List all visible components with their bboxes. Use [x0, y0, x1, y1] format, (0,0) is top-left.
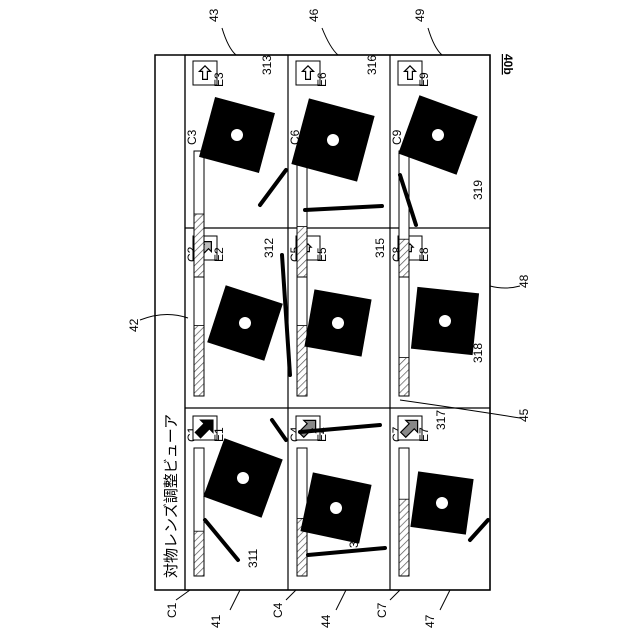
image-ref-label: 311: [246, 549, 260, 568]
image-ref-label: 312: [262, 238, 276, 258]
ref-label: C7: [375, 602, 389, 618]
focus-bar-fill: [297, 326, 307, 396]
leader-line: [490, 286, 520, 288]
ref-label: C1: [165, 602, 179, 618]
specimen-hole: [332, 317, 344, 329]
ref-label: 45: [517, 408, 531, 422]
arrow-label: E8: [417, 247, 431, 262]
focus-bar-fill: [399, 499, 409, 576]
leader-line: [336, 590, 346, 610]
specimen-hole: [231, 129, 243, 141]
ref-label: 47: [423, 614, 437, 628]
ref-label: 41: [209, 614, 223, 628]
arrow-label: E5: [315, 247, 329, 262]
leader-line: [440, 590, 450, 610]
image-ref-label: 318: [471, 343, 485, 363]
arrow-label: E1: [212, 427, 226, 442]
image-ref-label: 316: [365, 55, 379, 75]
arrow-label: E6: [315, 72, 329, 87]
image-ref-label: 314: [347, 528, 361, 548]
leader-line: [322, 28, 338, 55]
focus-bar-fill: [194, 326, 204, 396]
window-title: 対物レンズ調整ビューア: [162, 414, 180, 578]
image-ref-label: 313: [260, 55, 274, 75]
focus-bar-fill: [399, 239, 409, 277]
arrow-label: E9: [417, 72, 431, 87]
leader-line: [390, 590, 400, 600]
figure-id: 40b: [501, 54, 515, 75]
focus-bar-fill: [399, 358, 409, 396]
image-ref-label: 317: [434, 410, 448, 430]
arrow-label: E3: [212, 72, 226, 87]
specimen-hole: [432, 129, 444, 141]
leader-line: [286, 590, 296, 600]
focus-bar-fill: [194, 214, 204, 277]
image-ref-label: 319: [471, 180, 485, 200]
ref-label: 43: [207, 8, 221, 22]
ref-label: 46: [307, 8, 321, 22]
specimen-hole: [436, 497, 448, 509]
cells-layer: C1E1311C2E2312C3E3313C4E4314C5E5315C6E63…: [185, 55, 488, 576]
specimen-hole: [330, 502, 342, 514]
specimen-hole: [237, 472, 249, 484]
leader-line: [222, 28, 236, 55]
indicator-label: C9: [390, 129, 404, 145]
arrow-label: E2: [212, 247, 226, 262]
window-ref-label: 42: [127, 318, 141, 332]
focus-bar-fill: [297, 227, 307, 277]
focus-bar-fill: [194, 531, 204, 576]
specimen-hole: [439, 315, 451, 327]
specimen-hole: [239, 317, 251, 329]
image-ref-label: 315: [373, 238, 387, 258]
leader-line: [230, 590, 240, 610]
arrow-label: E7: [417, 427, 431, 442]
indicator-label: C3: [185, 129, 199, 145]
specimen-hole: [327, 134, 339, 146]
ref-label: 44: [319, 614, 333, 628]
ref-label: C4: [271, 602, 285, 618]
ref-label: 49: [413, 8, 427, 22]
leader-line: [176, 590, 190, 600]
leader-line: [428, 28, 442, 55]
